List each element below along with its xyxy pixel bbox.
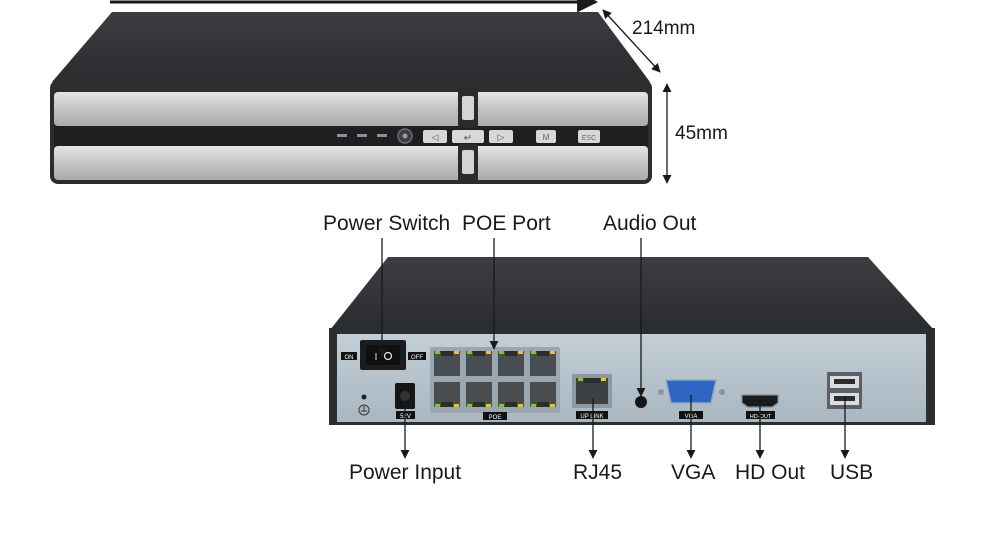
poe-port-4-latch: [537, 351, 549, 356]
status-led-3: [377, 134, 387, 137]
front-unit-top-lid: [52, 12, 650, 82]
audio-out-jack[interactable]: [635, 396, 647, 408]
uplink-led-green: [578, 378, 583, 381]
front-esc-button[interactable]: [578, 130, 600, 143]
depth-dimension-line: [602, 9, 661, 73]
front-silver-band-lower: [54, 146, 648, 180]
front-esc-button-label: ESC: [582, 135, 596, 142]
uplink-tag: [576, 411, 608, 419]
uplink-port-latch: [584, 378, 600, 383]
height-dimension-label: 45mm: [675, 123, 728, 144]
poe-port-1-latch: [441, 351, 453, 356]
poe-port-block: [430, 347, 560, 413]
hdmi-label: HD-OUT: [750, 414, 772, 420]
switch-on-label: ON: [345, 355, 354, 361]
uplink-led-yellow: [601, 378, 606, 381]
front-black-strip: [54, 126, 648, 146]
front-unit: ◁ ↵ ▷ M ESC: [50, 0, 672, 184]
poe-port-1-led-act: [454, 351, 459, 354]
rear-unit-top-lid: [330, 257, 934, 330]
front-enter-button[interactable]: [452, 130, 484, 143]
uplink-label: UP LINK: [580, 414, 603, 420]
ir-receiver-lens: [402, 133, 408, 139]
front-silver-band-upper: [54, 92, 648, 126]
poe-port-6-led-act: [486, 404, 491, 407]
poe-port-8-latch: [537, 402, 549, 407]
poe-port-7-latch: [505, 402, 517, 407]
power-input-jack-bore: [400, 391, 410, 401]
poe-port-3-led-act: [518, 351, 523, 354]
poe-port-6-led-link: [467, 404, 472, 407]
switch-off-label: OFF: [411, 355, 423, 361]
poe-port-2-led-act: [486, 351, 491, 354]
poe-port-8-led-act: [550, 404, 555, 407]
poe-port-5-latch: [441, 402, 453, 407]
poe-port-6-latch: [473, 402, 485, 407]
poe-port-8-led-link: [531, 404, 536, 407]
poe-port-4-led-link: [531, 351, 536, 354]
poe-port-5-led-act: [454, 404, 459, 407]
ground-screw-icon: [361, 394, 367, 400]
vga-screw-right: [719, 389, 725, 395]
poe-port-5-led-link: [435, 404, 440, 407]
poe-port-3-latch: [505, 351, 517, 356]
poe-port-1-led-link: [435, 351, 440, 354]
usb-port-1-tongue: [834, 379, 855, 384]
poe-port-2-latch: [473, 351, 485, 356]
front-right-button[interactable]: [489, 130, 513, 143]
vga-port[interactable]: [665, 379, 717, 404]
poe-port-7-led-link: [499, 404, 504, 407]
switch-on-tag: [341, 352, 357, 360]
front-down-button[interactable]: [462, 150, 474, 174]
poe-port-3-led-link: [499, 351, 504, 354]
callout-hd-out: HD Out: [735, 461, 806, 484]
callout-power-switch: Power Switch: [323, 212, 451, 235]
front-right-button-icon: ▷: [498, 132, 505, 142]
poe-tag: [483, 412, 507, 420]
callout-poe-port: POE Port: [462, 212, 551, 235]
poe-port-7-led-act: [518, 404, 523, 407]
depth-dimension-label: 214mm: [632, 18, 696, 39]
callout-rj45: RJ45: [573, 461, 623, 484]
power-switch-i-mark: I: [375, 352, 378, 363]
switch-off-tag: [408, 352, 426, 360]
callout-audio-out: Audio Out: [603, 212, 697, 235]
front-menu-button-label: M: [543, 133, 550, 142]
callout-power-input: Power Input: [349, 461, 462, 484]
callout-vga: VGA: [671, 461, 716, 484]
front-left-button-icon: ◁: [432, 132, 439, 142]
front-enter-button-icon: ↵: [464, 133, 472, 144]
poe-port-4-led-act: [550, 351, 555, 354]
front-menu-button[interactable]: [536, 130, 556, 143]
callout-usb: USB: [830, 461, 874, 484]
front-up-button[interactable]: [462, 96, 474, 120]
front-left-button[interactable]: [423, 130, 447, 143]
rear-unit: I ON OFF 52V POE UP LINK: [329, 238, 935, 459]
ground-symbol-icon: [358, 404, 370, 416]
power-switch-rocker[interactable]: [366, 345, 400, 365]
poe-port-2-led-link: [467, 351, 472, 354]
vga-screw-left: [658, 389, 664, 395]
poe-label: POE: [489, 415, 502, 421]
status-led-2: [357, 134, 367, 137]
poe-ports: [434, 351, 556, 407]
status-led-1: [337, 134, 347, 137]
